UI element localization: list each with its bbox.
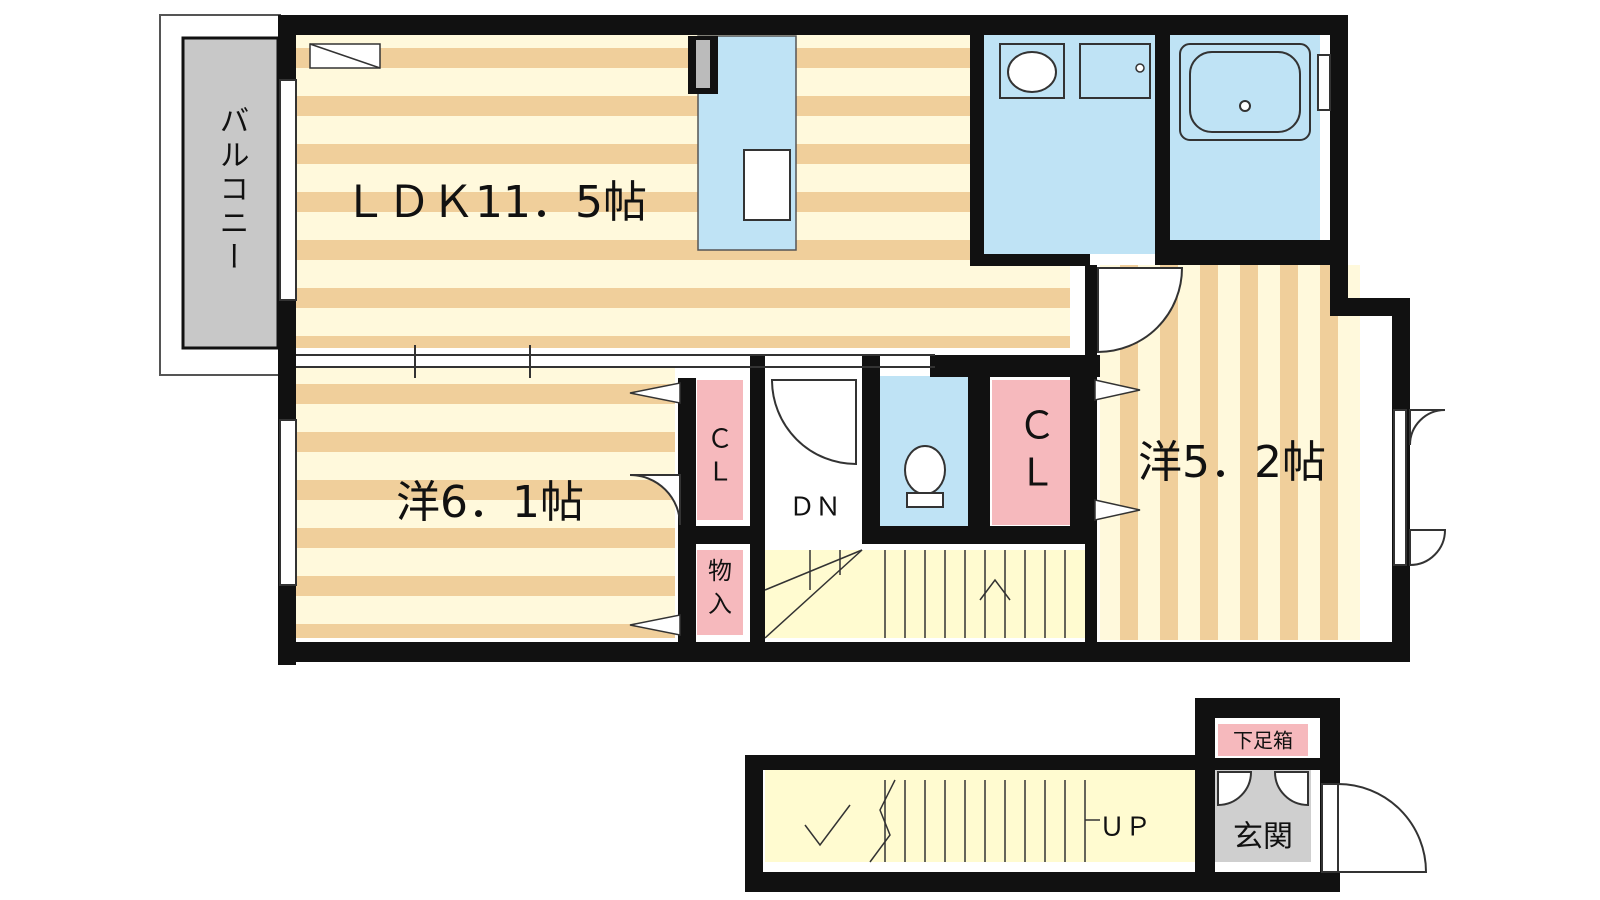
room-labels: ＬＤＫ11．5帖 洋6．1帖 洋5．2帖 Ｃ Ｌ Ｃ Ｌ 物 入 ＤＮ — [343, 177, 1326, 618]
washing-machine-space — [1079, 43, 1151, 99]
ldk-label: ＬＤＫ11．5帖 — [343, 177, 647, 228]
toilet-icon — [904, 445, 946, 508]
balcony-label: バルコニー — [214, 105, 249, 275]
entrance-door — [1217, 771, 1428, 873]
closet-2-label-top: Ｃ — [1018, 404, 1056, 448]
western-room-1-floor — [290, 368, 675, 638]
entrance-label: 玄関 — [1233, 820, 1293, 855]
storage-label-bottom: 入 — [708, 590, 732, 618]
stair-treads-upper — [764, 549, 1066, 639]
upper-floor: ＬＤＫ11．5帖 洋6．1帖 洋5．2帖 Ｃ Ｌ Ｃ Ｌ 物 入 ＤＮ — [278, 15, 1447, 665]
closet-1 — [697, 380, 743, 520]
storage-label-top: 物 — [708, 557, 732, 585]
closet-1-label-bottom: Ｌ — [707, 458, 733, 488]
closet-2 — [992, 380, 1082, 525]
ldk-partition — [296, 345, 935, 378]
stair-treads-lower — [804, 779, 1100, 863]
bathtub-icon — [1179, 43, 1311, 141]
storage-closet — [697, 550, 743, 635]
doors — [629, 267, 1447, 567]
door-arrows — [629, 379, 1141, 636]
shoe-box-label: 下足箱 — [1233, 729, 1293, 753]
closet-1-label-top: Ｃ — [707, 425, 733, 455]
stair-up-label: ＵＰ — [1099, 813, 1151, 843]
western-room-1-label: 洋6．1帖 — [396, 477, 584, 528]
stair-lower — [765, 770, 1195, 862]
stair-down-label: ＤＮ — [789, 493, 841, 523]
washbasin-icon — [999, 43, 1065, 99]
balcony: バルコニー — [159, 14, 281, 376]
ldk-floor — [290, 28, 1070, 348]
kitchen-sink — [743, 149, 791, 221]
shoe-box — [1218, 724, 1308, 756]
lower-floor: 下足箱 ＵＰ — [745, 698, 1428, 892]
windows — [279, 54, 1407, 586]
closet-2-label-bottom: Ｌ — [1018, 451, 1056, 495]
western-room-2-label: 洋5．2帖 — [1138, 437, 1326, 488]
lower-walls — [745, 698, 1340, 892]
